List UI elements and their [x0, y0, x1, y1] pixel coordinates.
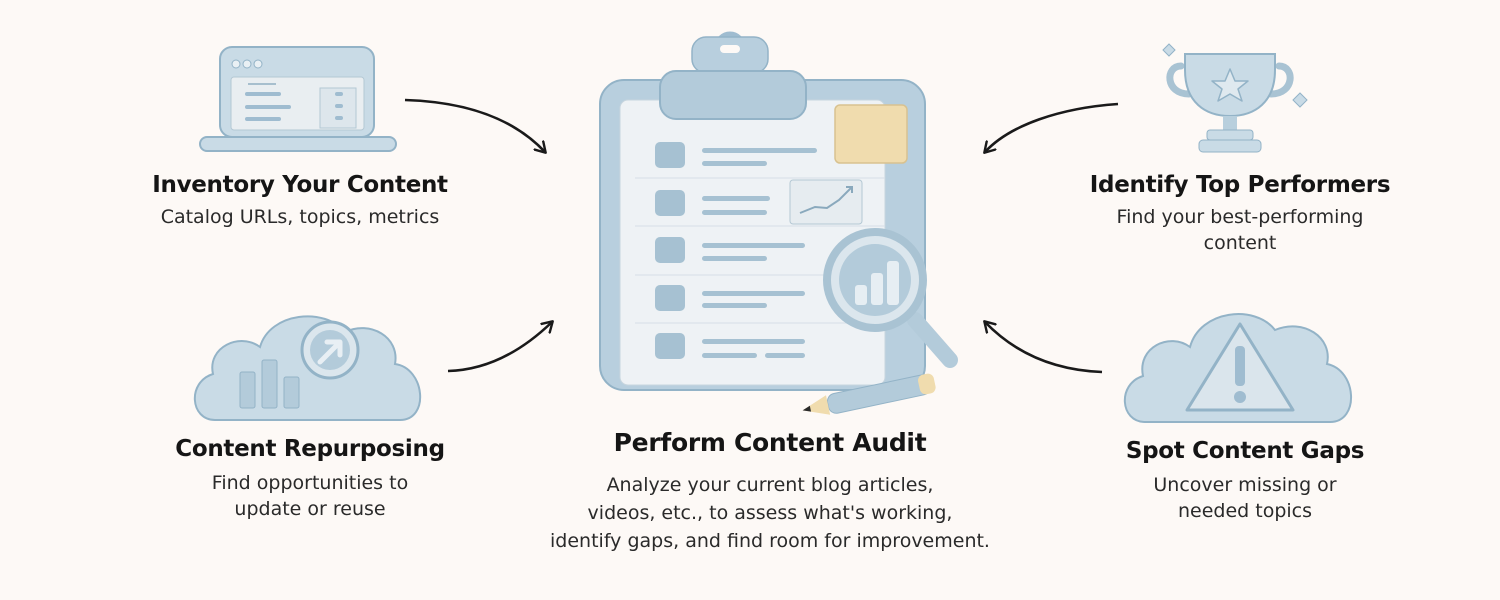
node-gaps: Spot Content Gaps Uncover missing or nee…: [1060, 438, 1430, 524]
clipboard-checklist-icon: [599, 31, 958, 415]
node-description: Uncover missing or needed topics: [1060, 472, 1430, 524]
trophy-icon: [1162, 43, 1308, 153]
laptop-icon: [199, 46, 397, 152]
description-line: Uncover missing or: [1153, 474, 1337, 496]
cloud-warning-icon: [1123, 313, 1353, 423]
node-center-audit: Perform Content Audit Analyze your curre…: [500, 428, 1040, 555]
description-line: update or reuse: [234, 498, 386, 520]
description-line: content: [1203, 232, 1277, 254]
center-title: Perform Content Audit: [613, 428, 927, 457]
cloud-chart-icon: [193, 315, 422, 421]
description-line: videos, etc., to assess what's working,: [587, 502, 953, 524]
node-description: Catalog URLs, topics, metrics: [160, 206, 440, 228]
node-description: Find your best-performing content: [1055, 204, 1425, 256]
description-line: Find opportunities to: [211, 472, 409, 494]
description-line: needed topics: [1177, 500, 1313, 522]
center-description: Analyze your current blog articles, vide…: [500, 471, 1040, 555]
node-top-performers: Identify Top Performers Find your best-p…: [1055, 172, 1425, 256]
node-title: Identify Top Performers: [1089, 172, 1391, 198]
node-title: Inventory Your Content: [152, 172, 448, 198]
node-title: Content Repurposing: [175, 436, 445, 462]
node-inventory: Inventory Your Content Catalog URLs, top…: [115, 172, 485, 230]
node-title: Spot Content Gaps: [1125, 438, 1365, 464]
description-line: identify gaps, and find room for improve…: [550, 530, 990, 552]
node-description: Find opportunities to update or reuse: [125, 470, 495, 522]
description-line: Analyze your current blog articles,: [606, 474, 934, 496]
description-line: Find your best-performing: [1116, 206, 1364, 228]
node-repurposing: Content Repurposing Find opportunities t…: [125, 436, 495, 522]
